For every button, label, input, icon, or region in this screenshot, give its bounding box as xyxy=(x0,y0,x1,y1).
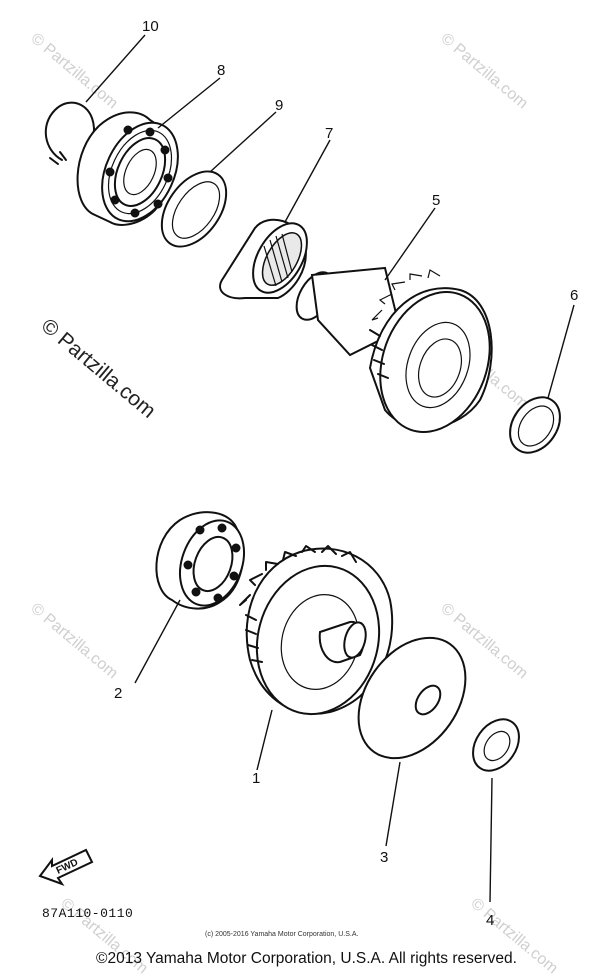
part-3-washer xyxy=(357,636,467,760)
callout-10: 10 xyxy=(142,18,159,35)
watermark-text: © Partzilla.com xyxy=(27,600,121,682)
callout-3: 3 xyxy=(380,849,388,866)
part-8-bearing xyxy=(76,111,179,226)
yamaha-small-copyright: (c) 2005-2016 Yamaha Motor Corporation, … xyxy=(205,931,358,938)
callout-2: 2 xyxy=(114,685,122,702)
diagram-code: 87A110-0110 xyxy=(42,906,133,921)
leader-lines xyxy=(85,34,575,903)
callout-7: 7 xyxy=(325,125,333,142)
watermark-text: © Partzilla.com xyxy=(27,30,121,112)
forward-arrow-icon: FWD xyxy=(38,848,94,886)
callout-6: 6 xyxy=(570,287,578,304)
part-7-needle-bearing xyxy=(219,218,308,300)
callout-9: 9 xyxy=(275,97,283,114)
part-6-spacer xyxy=(509,396,561,454)
part-1-gear xyxy=(239,545,394,716)
callout-8: 8 xyxy=(217,62,225,79)
callout-4: 4 xyxy=(486,912,494,929)
partzilla-watermark: © Partzilla.com xyxy=(37,314,160,423)
part-4-washer xyxy=(472,718,520,772)
copyright-footer: ©2013 Yamaha Motor Corporation, U.S.A. A… xyxy=(96,950,517,967)
part-5-shaft-gear xyxy=(295,266,493,433)
callout-1: 1 xyxy=(252,770,260,787)
callout-5: 5 xyxy=(432,192,440,209)
part-2-bearing xyxy=(155,511,245,610)
part-9-collar xyxy=(160,170,228,248)
watermark-text: © Partzilla.com xyxy=(437,30,531,112)
